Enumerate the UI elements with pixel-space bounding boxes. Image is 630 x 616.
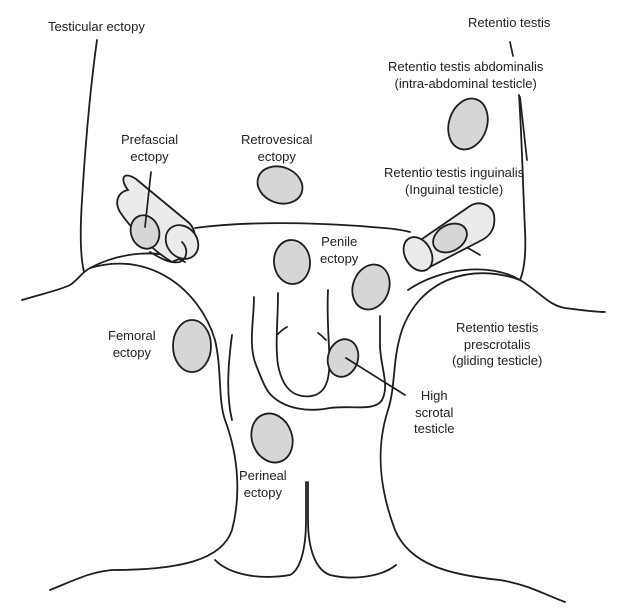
- label-prescrotalis: Retentio testis prescrotalis (gliding te…: [452, 320, 542, 370]
- label-line: Femoral: [108, 328, 156, 343]
- leader-prefascial: [144, 171, 152, 228]
- penile-ectopy-testis-right: [351, 263, 391, 311]
- label-line: Perineal: [239, 468, 287, 483]
- perineal-testis: [250, 412, 294, 464]
- label-line: ectopy: [130, 148, 169, 164]
- left-canal-cord: [149, 241, 188, 264]
- label-line: Retentio testis inguinalis: [384, 165, 525, 180]
- label-penile: Penile ectopy: [320, 234, 358, 267]
- scrotum-right-lobe: [307, 481, 397, 579]
- femoral-testis: [172, 319, 212, 373]
- label-line: ectopy: [112, 344, 151, 360]
- label-line: Retrovesical: [241, 132, 313, 147]
- label-line: High: [420, 388, 448, 403]
- intra-abdominal-testis: [447, 97, 489, 151]
- label-line: scrotal: [415, 404, 454, 420]
- inguinal-testis: [432, 222, 468, 254]
- label-line: Penile: [321, 234, 358, 249]
- penis-detail-right: [317, 332, 327, 341]
- penis-shaft-outline: [275, 289, 331, 398]
- right-groin-line: [407, 268, 606, 313]
- label-line: ectopy: [320, 250, 359, 266]
- label-line: ectopy: [257, 148, 296, 164]
- label-line: prescrotalis: [463, 336, 531, 352]
- label-line: Prefascial: [121, 132, 179, 147]
- pubic-line: [194, 222, 411, 233]
- label-perineal: Perineal ectopy: [239, 468, 287, 501]
- left-scrotal-edge: [227, 334, 233, 421]
- label-line: (intra-abdominal testicle): [394, 75, 537, 91]
- scrotum-left-lobe: [214, 481, 307, 578]
- right-canal-end: [402, 236, 434, 272]
- label-abdominalis: Retentio testis abdominalis (intra-abdom…: [388, 59, 543, 92]
- retrovesical-testis: [256, 165, 304, 205]
- label-line: (Inguinal testicle): [404, 181, 504, 197]
- label-line: testicle: [414, 421, 455, 436]
- left-groin-line: [21, 252, 186, 301]
- penis-detail-left: [277, 326, 288, 335]
- left-thigh-curve: [49, 262, 239, 591]
- left-flank-line: [79, 39, 98, 273]
- leader-abdominalis: [519, 96, 528, 161]
- label-line: ectopy: [243, 484, 282, 500]
- leader-high-scrotal: [345, 357, 406, 396]
- right-thigh-curve: [379, 272, 566, 603]
- label-testicular-ectopy: Testicular ectopy: [48, 19, 145, 36]
- leader-retentio-testis: [509, 41, 514, 57]
- penile-ectopy-testis-left: [273, 239, 311, 285]
- label-line: Retentio testis: [468, 15, 551, 30]
- label-line: Testicular ectopy: [48, 19, 145, 34]
- label-retentio-testis: Retentio testis: [468, 15, 550, 32]
- label-inguinalis: Retentio testis inguinalis (Inguinal tes…: [384, 165, 524, 198]
- label-line: Retentio testis: [455, 320, 539, 335]
- label-retrovesical: Retrovesical ectopy: [241, 132, 313, 165]
- left-inguinal-canal: [116, 174, 200, 264]
- label-femoral: Femoral ectopy: [108, 328, 156, 361]
- label-prefascial: Prefascial ectopy: [121, 132, 178, 165]
- inguinal-leader-stub: [467, 247, 481, 256]
- penis-outer-outline: [250, 296, 386, 411]
- prefascial-testis: [129, 214, 161, 250]
- high-scrotal-testis: [326, 338, 360, 378]
- right-flank-line: [518, 94, 527, 281]
- label-line: Retentio testis abdominalis: [388, 59, 544, 74]
- label-high-scrotal: High scrotal testicle: [414, 388, 454, 438]
- label-line: (gliding testicle): [452, 353, 543, 368]
